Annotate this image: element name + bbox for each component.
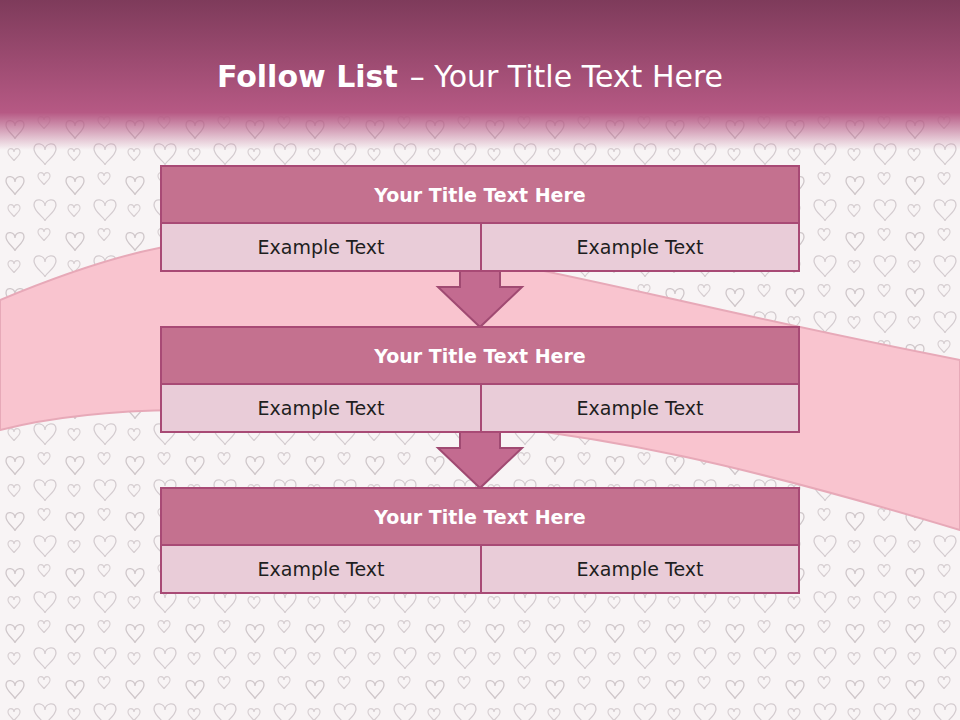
cell-text: Example Text	[258, 397, 385, 419]
step-box: Your Title Text HereExample Text Example …	[160, 487, 800, 594]
step-title: Your Title Text Here	[374, 345, 585, 367]
step-box: Your Title Text HereExample Text Example …	[160, 165, 800, 272]
slide-title: Follow List	[217, 59, 398, 94]
step-cell: Example Text	[480, 546, 798, 592]
step-cell: Example Text	[162, 546, 480, 592]
cell-text: Example Text	[577, 397, 704, 419]
step-cell: Example Text	[162, 224, 480, 270]
cell-text: Example Text	[577, 558, 704, 580]
cell-text: Example Text	[258, 558, 385, 580]
step-cell: Example Text	[480, 385, 798, 431]
flow-arrow	[438, 432, 522, 488]
step-title: Your Title Text Here	[374, 184, 585, 206]
step-cell: Example Text	[162, 385, 480, 431]
step-title: Your Title Text Here	[374, 506, 585, 528]
cell-text: Example Text	[258, 236, 385, 258]
step-box: Your Title Text HereExample Text Example …	[160, 326, 800, 433]
title-subtext: – Your Title Text Here	[410, 59, 723, 94]
flow-arrow	[438, 271, 522, 327]
cell-text: Example Text	[577, 236, 704, 258]
step-cell: Example Text	[480, 224, 798, 270]
